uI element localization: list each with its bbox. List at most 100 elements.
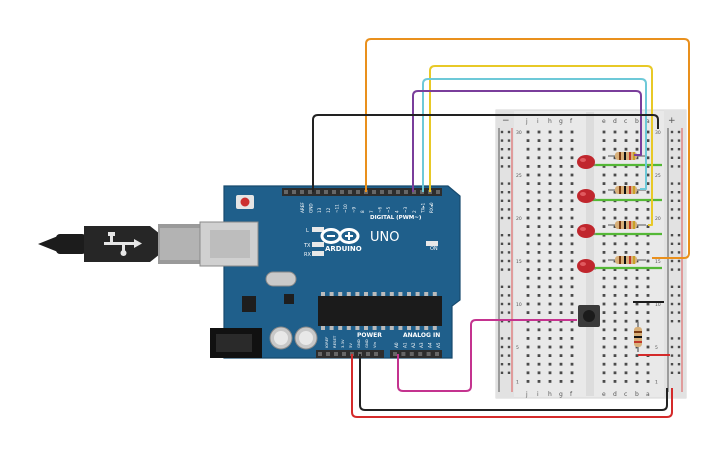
column-letter: i [537,391,539,398]
leds [577,155,596,273]
status-leds: L TX RX ON [303,227,438,258]
digital-pin-label: 12 [326,207,331,213]
row-number: 5 [655,345,658,351]
column-letter: h [548,118,552,125]
power-pin-label: RESET [332,335,337,348]
column-letter: h [548,391,552,398]
row-number: 1 [655,379,658,385]
capacitors [269,326,318,350]
svg-text:+: + [668,116,676,126]
led-l-label: L [306,228,309,234]
digital-pin-label: ~10 [343,204,348,213]
wire-black-bottom [359,354,668,411]
analog-pin-label: A1 [402,342,407,348]
digital-header[interactable] [282,188,442,196]
analog-pin-label: A2 [411,342,416,348]
analog-header[interactable] [390,350,442,358]
arduino-uno-board[interactable]: L TX RX ON ARDUINO UNO DIGITAL (PWM~) AR… [199,185,461,359]
digital-pin-label: ~3 [403,206,408,213]
crystal-oscillator [265,271,297,287]
digital-pin-label: 13 [317,207,322,213]
power-header[interactable] [316,350,384,358]
analog-pin-label: A4 [428,342,433,348]
row-number: 30 [655,130,661,136]
analog-label: ANALOG IN [403,332,440,339]
usb-icon [104,232,142,256]
digital-pin-label: ~6 [377,206,382,213]
row-number: 15 [516,259,522,265]
digital-label: DIGITAL (PWM~) [370,215,422,221]
wire-orange [365,38,690,259]
red-led [577,189,596,203]
column-letter: j [525,118,528,125]
red-led [577,155,596,169]
digital-pin-label: AREF [300,202,305,213]
push-button[interactable] [578,305,600,327]
led-tx-label: TX [303,243,311,249]
digital-pin-label: 2 [412,210,417,213]
analog-pin-label: A5 [436,342,441,348]
atmega-chip [318,292,442,330]
column-letter: g [559,391,563,398]
column-letter: b [635,391,639,398]
wire-yellow [429,65,653,226]
row-number: 10 [516,302,522,308]
wires [312,38,690,418]
wire-purple [412,90,642,192]
digital-pin-label: 8 [360,210,365,213]
power-pin-label: GND [356,339,361,348]
digital-pin-label: 4 [395,210,400,213]
analog-pin-label: A0 [394,342,399,348]
arduino-logo [320,228,360,244]
column-letter: g [559,118,563,125]
row-number: 20 [516,216,522,222]
column-letter: d [613,118,617,125]
digital-pin-label: RX◂0 [429,202,434,213]
led-on-label: ON [430,246,438,252]
power-pin-label: Vin [372,341,377,348]
digital-pin-label: ~5 [386,206,391,213]
column-letter: f [570,118,573,125]
row-number: 30 [516,130,522,136]
column-letter: d [613,391,617,398]
wire-red [351,354,673,418]
row-number: 5 [516,345,519,351]
power-pin-label: IOREF [324,337,329,348]
pull-down-resistor [634,322,642,352]
power-pin-label: 5V [348,343,353,348]
digital-pin-label: ~9 [352,206,357,213]
column-letter: e [602,391,606,398]
brand-text: ARDUINO [325,245,362,253]
row-number: 10 [655,302,661,308]
row-number: 1 [516,379,519,385]
wire-black-gnd [312,114,659,192]
svg-text:−: − [502,116,510,126]
resistors [608,152,646,264]
digital-pin-label: TX▸1 [420,202,425,214]
digital-pin-label: 7 [369,210,374,213]
power-pin-label: GND [364,339,369,348]
digital-pin-label: ~11 [334,204,339,213]
column-letter: i [537,118,539,125]
model-text: UNO [370,230,399,245]
column-letter: c [624,391,627,398]
column-letter: a [646,391,650,398]
wire-magenta [397,319,577,392]
row-number: 20 [655,216,661,222]
analog-pin-label: A3 [419,342,424,348]
wire-cyan [422,78,647,192]
column-letter: b [635,118,639,125]
power-pin-label: 3.3V [340,339,345,348]
row-number: 25 [655,173,661,179]
column-letter: a [646,118,650,125]
digital-pin-label: GND [309,203,314,213]
column-letter: c [624,118,627,125]
red-led [577,224,596,238]
